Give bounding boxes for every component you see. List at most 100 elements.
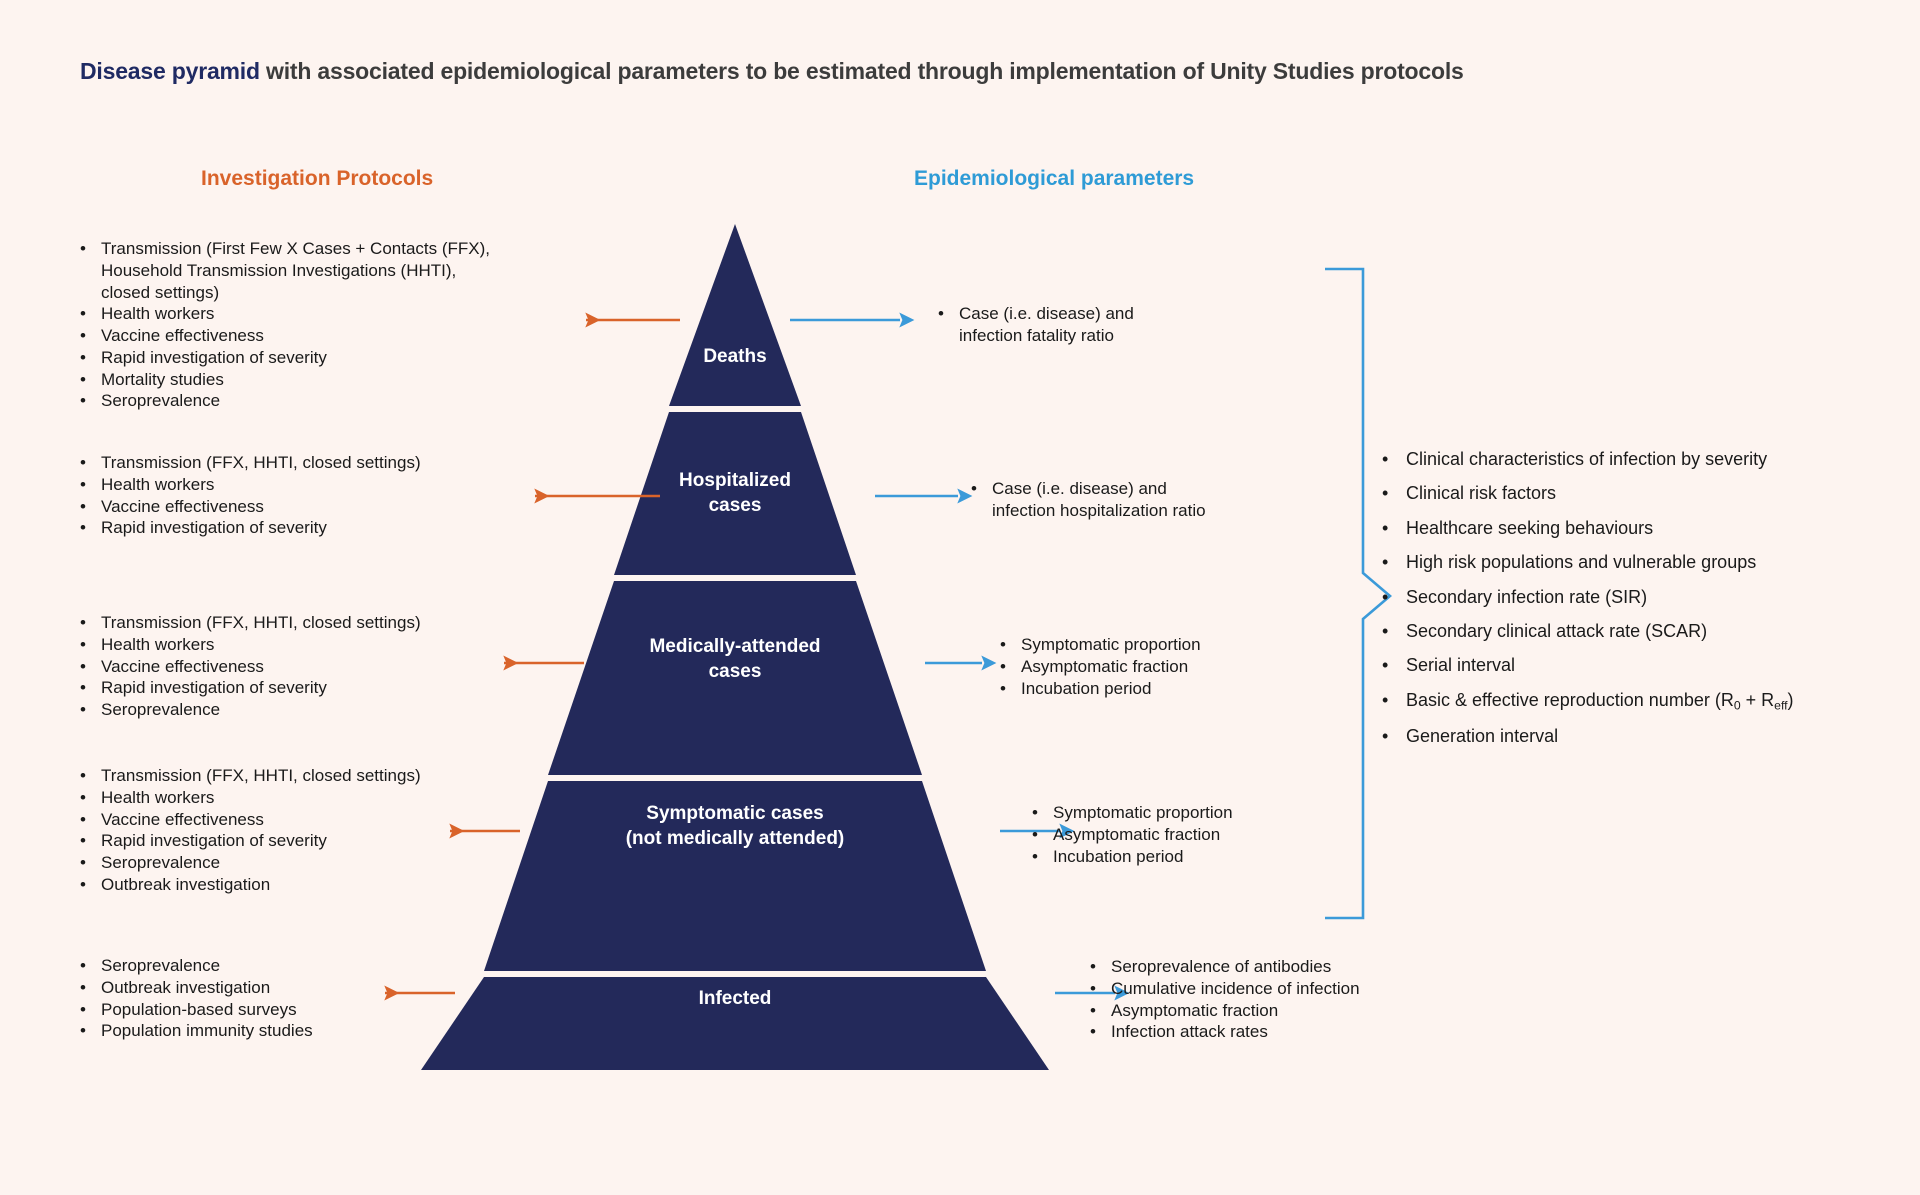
protocol-deaths-item: •Rapid investigation of severity (80, 347, 560, 369)
bullet-icon: • (1000, 635, 1006, 654)
parameter-list-deaths: • Case (i.e. disease) and infection fatal… (938, 303, 1298, 347)
protocol-list-medically: • Transmission (FFX, HHTI, closed setting… (80, 612, 560, 721)
parameter-infected-item: • Seroprevalence of antibodies (1090, 956, 1440, 978)
page-title-highlight: Disease pyramid (80, 58, 260, 84)
protocol-hospitalized-item: •Vaccine effectiveness (80, 496, 560, 518)
bullet-icon: • (1000, 656, 1006, 676)
cross-cutting-parameter-list: • Clinical characteristics of infection b… (1382, 448, 1852, 759)
cross-cutting-item-label: Serial interval (1406, 655, 1516, 676)
protocol-deaths-item: •Mortality studies (80, 369, 560, 391)
pyramid-label-symptomatic: Symptomatic cases (not medically attende… (625, 803, 845, 850)
protocol-medically-item: • Rapid investigation of severity (80, 677, 560, 699)
protocol-symptomatic-item-label: Health workers (101, 787, 215, 807)
cross-cutting-item-label: Basic & effective reproduction number (R… (1406, 689, 1794, 713)
bullet-icon: • (1032, 824, 1038, 844)
cross-cutting-item-label: Healthcare seeking behaviours (1406, 517, 1654, 538)
cross-cutting-item: •Clinical characteristics of infection b… (1382, 448, 1852, 471)
protocol-medically-item-label: Health workers (101, 634, 215, 654)
bullet-icon: • (1090, 957, 1096, 976)
protocol-medically-item: • Transmission (FFX, HHTI, closed setting… (80, 612, 560, 634)
column-header-epidemiological-parameters: Epidemiological parameters (914, 167, 1195, 190)
protocol-list-infected: •Seroprevalence•Outbreak investigation•P… (80, 955, 560, 1042)
bullet-icon: • (1382, 655, 1389, 676)
parameter-symptomatic-item-label: Incubation period (1053, 846, 1184, 866)
cross-cutting-item-label: Clinical characteristics of infection by… (1406, 449, 1768, 469)
protocol-medically-item-label: Rapid investigation of severity (101, 678, 327, 698)
protocol-infected-item-label: Population-based surveys (101, 999, 297, 1019)
bullet-icon: • (1382, 620, 1389, 641)
bullet-icon: • (1032, 803, 1038, 822)
bullet-icon: • (1090, 1000, 1096, 1020)
protocol-medically-item-label: Vaccine effectiveness (101, 656, 264, 676)
bullet-icon: • (80, 518, 86, 538)
parameter-symptomatic-item-label: Symptomatic proportion (1053, 803, 1233, 822)
cross-cutting-item: •Basic & effective reproduction number (… (1382, 689, 1852, 714)
protocol-symptomatic-item-label: Seroprevalence (101, 853, 221, 872)
cross-cutting-item: • Secondary clinical attack rate (SCAR) (1382, 620, 1852, 643)
parameter-deaths-item: • Case (i.e. disease) and infection fatal… (938, 303, 1298, 347)
parameter-hospitalized-item-label: Case (i.e. disease) and infection hospit… (992, 479, 1206, 520)
bullet-icon: • (1382, 483, 1389, 504)
cross-cutting-item-label: High risk populations and vulnerable gro… (1406, 552, 1757, 573)
parameter-medically-item: •Incubation period (1000, 678, 1330, 700)
protocol-infected-item: •Seroprevalence (80, 955, 560, 977)
bullet-icon: • (80, 809, 86, 829)
bullet-icon: • (1382, 726, 1389, 747)
bullet-icon: • (80, 956, 86, 975)
parameter-deaths-item-label: Case (i.e. disease) and infection fatali… (959, 304, 1134, 345)
bullet-icon: • (80, 474, 86, 494)
bullet-icon: • (80, 391, 86, 411)
protocol-infected-item: •Outbreak investigation (80, 977, 560, 999)
protocol-medically-item: •Vaccine effectiveness (80, 656, 560, 678)
parameter-infected-item-label: Seroprevalence of antibodies (1111, 957, 1332, 976)
bullet-icon: • (80, 766, 86, 785)
parameter-medically-item-label: Incubation period (1021, 678, 1152, 698)
protocol-symptomatic-item: •Seroprevalence (80, 852, 560, 874)
cross-cutting-item-label: Secondary clinical attack rate (SCAR) (1406, 620, 1708, 641)
cross-cutting-item-label: Secondary infection rate (SIR) (1406, 586, 1648, 607)
parameter-list-medically: •Symptomatic proportion• Asymptomatic fra… (1000, 634, 1330, 699)
column-header-investigation-protocols: Investigation Protocols (201, 167, 434, 190)
bullet-icon: • (80, 678, 86, 698)
protocol-list-symptomatic: • Transmission (FFX, HHTI, closed setting… (80, 765, 560, 896)
protocol-hospitalized-item-label: Transmission (FFX, HHTI, closed settings… (101, 453, 421, 472)
protocol-medically-item-label: Transmission (FFX, HHTI, closed settings… (101, 613, 421, 632)
protocol-infected-item-label: Population immunity studies (101, 1021, 313, 1041)
protocol-medically-item: •Seroprevalence (80, 699, 560, 721)
bullet-icon: • (80, 326, 86, 345)
protocol-deaths-item: •Transmission (First Few X Cases + Conta… (80, 238, 560, 303)
parameter-symptomatic-item-label: Asymptomatic fraction (1053, 824, 1221, 844)
bullet-icon: • (1090, 1022, 1096, 1042)
protocol-medically-item-label: Seroprevalence (101, 700, 221, 719)
parameter-medically-item: •Symptomatic proportion (1000, 634, 1330, 656)
protocol-hospitalized-item: •Rapid investigation of severity (80, 517, 560, 539)
parameter-list-hospitalized: •Case (i.e. disease) and infection hospi… (971, 478, 1341, 522)
cross-cutting-item: •Clinical risk factors (1382, 482, 1852, 505)
parameter-medically-item: • Asymptomatic fraction (1000, 656, 1330, 678)
cross-cutting-item-label: Generation interval (1406, 726, 1559, 747)
bullet-icon: • (80, 613, 86, 632)
protocol-symptomatic-item-label: Transmission (FFX, HHTI, closed settings… (101, 766, 421, 785)
parameter-hospitalized-item: •Case (i.e. disease) and infection hospi… (971, 478, 1341, 522)
bullet-icon: • (80, 874, 86, 894)
protocol-infected-item: • Population-based surveys (80, 999, 560, 1021)
pyramid-label-medically: Medically-attended cases (649, 636, 821, 683)
pyramid-tier-deaths (669, 224, 801, 406)
protocol-hospitalized-item-label: Health workers (101, 474, 215, 494)
parameter-medically-item-label: Asymptomatic fraction (1021, 656, 1189, 676)
pyramid-label-infected: Infected (698, 988, 772, 1009)
parameter-infected-item: •Infection attack rates (1090, 1021, 1440, 1043)
protocol-deaths-item: •Health workers (80, 303, 560, 325)
protocol-deaths-item-label: Vaccine effectiveness (101, 326, 264, 345)
protocol-deaths-item-label: Seroprevalence (101, 391, 221, 411)
bullet-icon: • (938, 304, 944, 323)
bullet-icon: • (80, 999, 86, 1019)
protocol-symptomatic-item: • Transmission (FFX, HHTI, closed setting… (80, 765, 560, 787)
bullet-icon: • (1090, 978, 1096, 998)
bullet-icon: • (80, 831, 86, 851)
pyramid-label-hospitalized: Hospitalized cases (679, 470, 791, 517)
page-title: Disease pyramid with associated epidemio… (80, 58, 1464, 85)
parameter-symptomatic-item: • Asymptomatic fraction (1032, 824, 1362, 846)
protocol-deaths-item-label: Transmission (First Few X Cases + Contac… (101, 239, 491, 302)
page-title-rest: with associated epidemiological paramete… (259, 58, 1464, 84)
